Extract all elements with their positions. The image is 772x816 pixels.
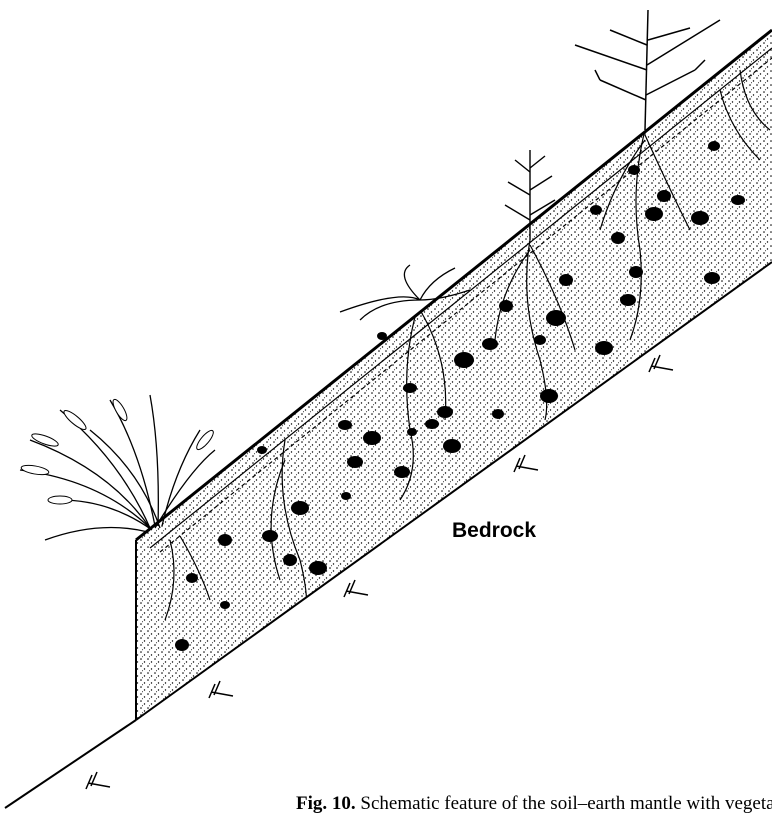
caption-text: Schematic feature of the soil–earth mant… bbox=[360, 793, 772, 814]
caption-number: Fig. 10. bbox=[296, 793, 356, 814]
bedrock-label: Bedrock bbox=[452, 519, 536, 543]
figure-caption: Fig. 10. Schematic feature of the soil–e… bbox=[296, 793, 772, 815]
